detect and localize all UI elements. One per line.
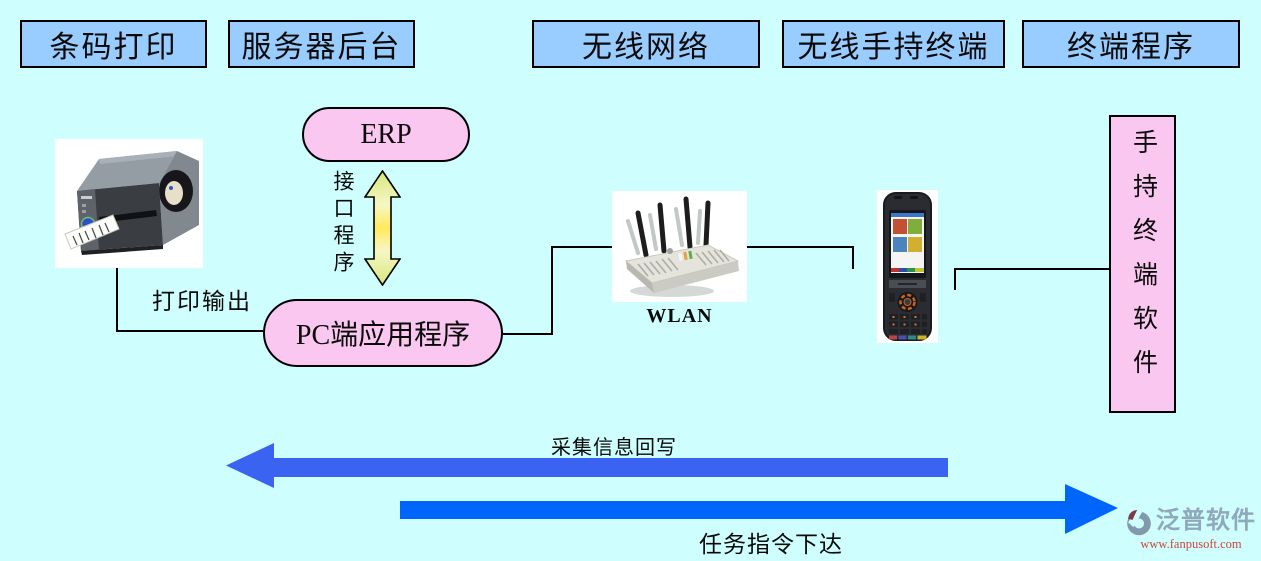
connector-pc-horizontal	[503, 333, 553, 335]
task-dispatch-label: 任务指令下达	[699, 532, 843, 557]
handheld-software-label: 手持终端软件	[1129, 129, 1157, 393]
collect-writeback-arrow-icon	[226, 443, 948, 488]
header-box-wireless-network: 无线网络	[532, 20, 760, 68]
fanpu-logo-icon	[1127, 508, 1151, 536]
watermark-brand: 泛普软件	[1156, 508, 1256, 534]
interface-double-arrow-icon	[364, 170, 401, 286]
watermark-url: www.fanpusoft.com	[1140, 537, 1242, 551]
handheld-software-node: 手持终端软件	[1109, 115, 1176, 413]
connector-wlan-out	[746, 246, 854, 248]
collect-writeback-label: 采集信息回写	[551, 437, 677, 459]
task-dispatch-arrow-icon	[400, 484, 1118, 534]
connector-wlan-in	[551, 246, 612, 248]
connector-printer-vertical	[116, 268, 118, 332]
header-box-wireless-handheld: 无线手持终端	[782, 20, 1005, 68]
connector-handheld-in	[852, 246, 854, 269]
connector-pc-vertical	[551, 247, 553, 335]
header-box-server-backend: 服务器后台	[228, 20, 415, 68]
barcode-printer-image	[55, 139, 203, 268]
print-output-label: 打印输出	[152, 289, 252, 314]
pc-application-node: PC端应用程序	[263, 299, 503, 367]
header-box-barcode-print: 条码打印	[20, 20, 207, 68]
header-box-terminal-program: 终端程序	[1022, 20, 1240, 68]
erp-node: ERP	[302, 107, 470, 162]
handheld-terminal-image	[877, 190, 938, 343]
wlan-access-point-image	[612, 191, 747, 302]
connector-handheld-out	[954, 268, 1109, 270]
connector-printer-horizontal	[116, 330, 263, 332]
interface-program-label: 接口程序	[331, 170, 355, 278]
connector-handheld-out-stub	[954, 268, 956, 290]
wlan-label: WLAN	[646, 305, 713, 327]
watermark: 泛普软件 www.fanpusoft.com	[1124, 508, 1258, 552]
